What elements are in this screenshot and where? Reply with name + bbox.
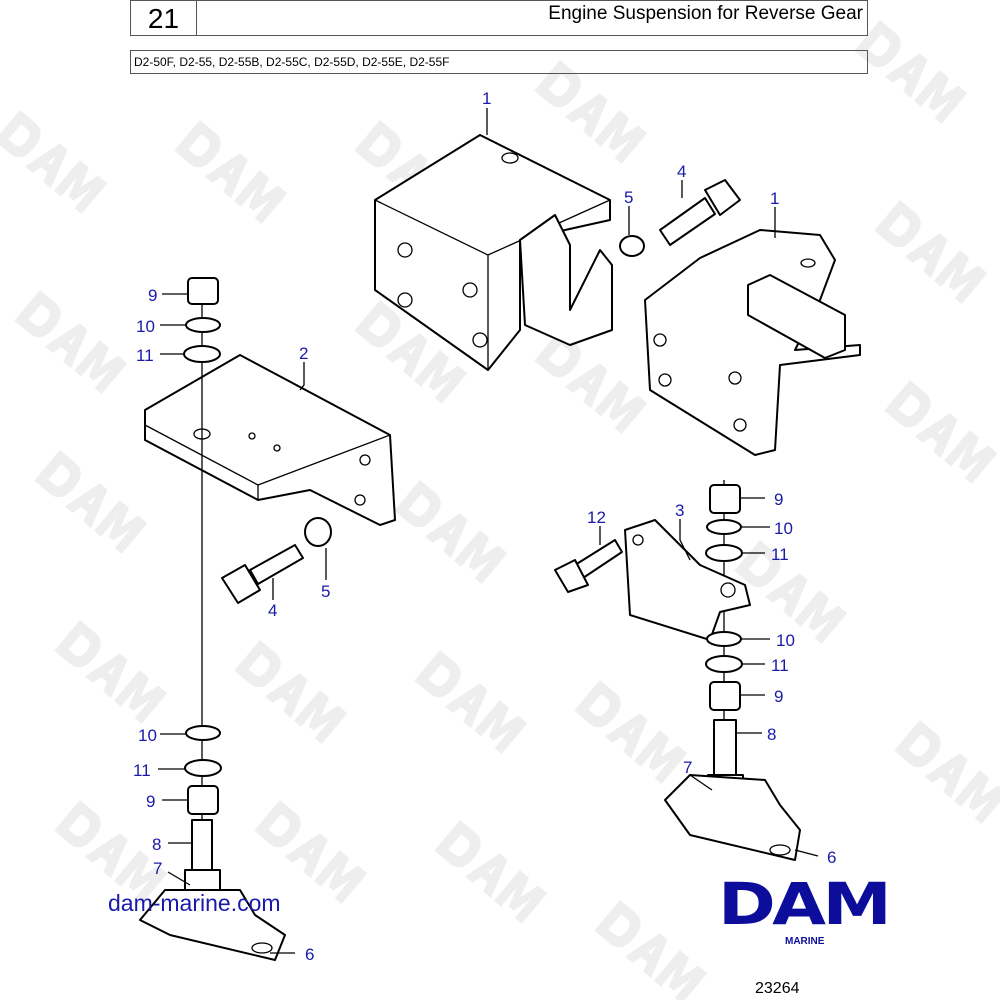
callout: 12 [587,508,606,527]
washer-5-top [619,235,645,257]
callout: 4 [268,601,277,620]
callout: 10 [138,726,157,745]
callout: 5 [624,188,633,207]
callout: 11 [136,346,154,365]
model-list: D2-50F, D2-55, D2-55B, D2-55C, D2-55D, D… [130,50,868,74]
callout: 1 [770,189,779,208]
callout: 1 [482,89,491,108]
bracket-2 [144,354,396,526]
callout: 7 [153,859,162,878]
callout: 8 [767,725,776,744]
callouts: 1 4 5 1 9 10 11 2 12 3 9 10 11 4 5 10 11… [133,89,836,964]
drawing-number: 23264 [755,980,800,997]
callout: 6 [827,848,836,867]
bolt-4-left [221,544,304,604]
nut-washer-stack-right-top [705,484,743,562]
callout: 10 [136,317,155,336]
header-box: 21 Engine Suspension for Reverse Gear [130,0,868,36]
callout: 10 [774,519,793,538]
logo-subtext: MARINE [785,936,825,947]
page-number: 21 [131,1,197,35]
washer-5-left [304,517,332,547]
callout: 7 [683,758,692,777]
nut-washer-stack-right-bottom [705,631,743,711]
bolt-12 [554,539,623,593]
callout: 6 [305,945,314,964]
bracket-1-right [644,229,861,456]
nut-washer-stack-left-top [183,277,221,363]
callout: 9 [774,687,783,706]
callout: 11 [771,545,789,564]
callout: 10 [776,631,795,650]
callout: 5 [321,582,330,601]
nut-washer-stack-left-bottom [184,725,222,815]
bolt-4-top [659,179,741,246]
callout: 9 [146,792,155,811]
callout: 9 [774,490,783,509]
callout: 11 [133,761,151,780]
bracket-1-left [374,134,613,371]
dam-logo: DAM [718,870,892,938]
callout: 11 [771,656,789,675]
mount-left [139,819,286,961]
callout: 9 [148,286,157,305]
callout: 3 [675,501,684,520]
website-text: dam-marine.com [108,890,281,916]
callout: 8 [152,835,161,854]
callout: 2 [299,344,308,363]
leader-lines [158,108,819,954]
mount-right [664,719,801,861]
callout: 4 [677,162,686,181]
bracket-3 [624,519,751,641]
page-title: Engine Suspension for Reverse Gear [548,3,863,24]
